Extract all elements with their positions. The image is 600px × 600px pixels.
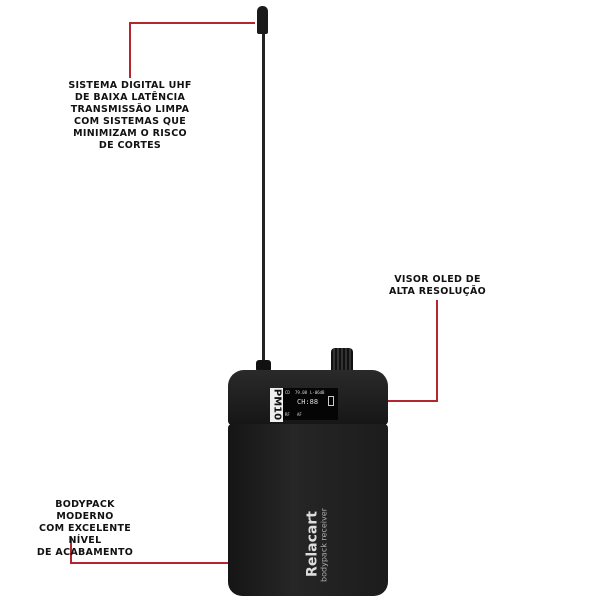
antenna-callout-line-h: [129, 22, 255, 24]
caption-line: TRANSMISSÃO LIMPA: [70, 104, 190, 115]
caption-line: BODYPACK MODERNO: [55, 499, 115, 522]
model-text: PM10: [271, 388, 283, 421]
caption-line: VISOR OLED DE: [394, 274, 481, 285]
screen-text: L-06dB: [310, 390, 325, 395]
screen-text: 79.08: [295, 390, 308, 395]
brand-logo: Relacart: [304, 511, 321, 577]
caption-line: COM EXCELENTE NÍVEL: [38, 523, 132, 546]
caption-line: DE CORTES: [98, 140, 162, 151]
display-caption: VISOR OLED DE ALTA RESOLUÇÃO: [380, 274, 495, 298]
caption-line: MINIMIZAM O RISCO: [73, 128, 187, 139]
screen-text: RF: [285, 412, 290, 417]
caption-line: DE BAIXA LATÊNCIA: [74, 92, 186, 103]
antenna: [262, 30, 265, 372]
device-subtitle: bodypack receiver: [319, 508, 329, 582]
channel-text: CH:88: [297, 398, 319, 406]
antenna-base: [256, 360, 271, 372]
body-caption: BODYPACK MODERNO COM EXCELENTE NÍVEL DE …: [25, 499, 145, 559]
antenna-caption: SISTEMA DIGITAL UHF DE BAIXA LATÊNCIA TR…: [60, 80, 200, 152]
screen-text: AF: [297, 412, 302, 417]
model-label: [270, 388, 283, 422]
antenna-tip: [257, 6, 268, 34]
caption-line: DE ACABAMENTO: [36, 547, 134, 558]
oled-display: CD 79.08 L-06dB CH:88 RF AF: [283, 388, 338, 420]
brand-block: Relacart bodypack receiver: [295, 500, 335, 595]
caption-line: COM SISTEMAS QUE: [73, 116, 187, 127]
body-callout-line-v: [70, 537, 72, 564]
body-callout-line-h: [70, 562, 228, 564]
antenna-callout-line: [129, 22, 131, 78]
device-body: [228, 424, 388, 596]
volume-knob[interactable]: [331, 348, 353, 374]
battery-icon: [328, 396, 334, 406]
display-callout-line-v: [436, 300, 438, 402]
caption-line: SISTEMA DIGITAL UHF: [68, 80, 192, 91]
caption-line: ALTA RESOLUÇÃO: [389, 286, 486, 297]
screen-text: CD: [285, 390, 290, 395]
